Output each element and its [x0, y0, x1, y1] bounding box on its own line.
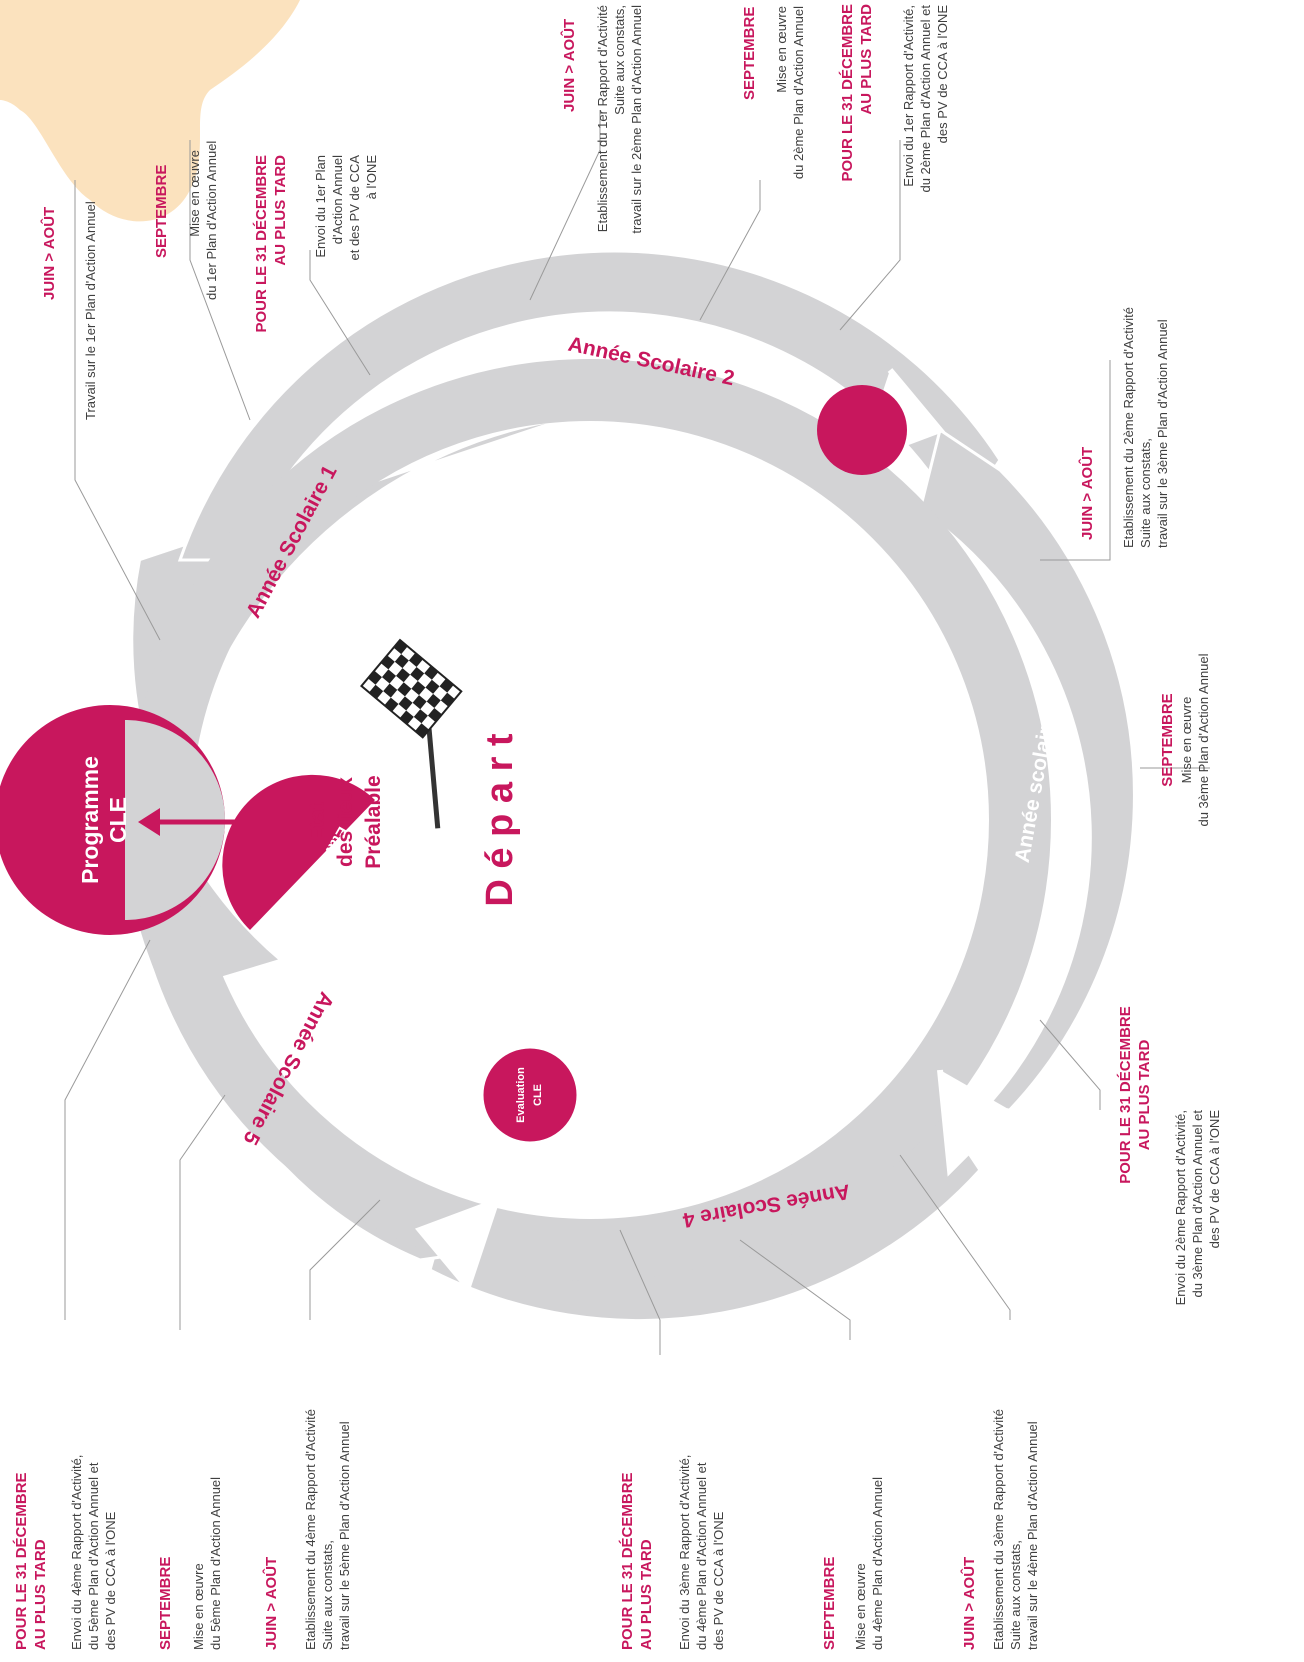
y5-juin-aout-text: Etablissement du 4ème Rapport d'Activité…	[303, 1409, 352, 1650]
y4-juin-aout-heading: JUIN > AOÛT	[961, 1556, 978, 1650]
y4-decembre-heading: POUR LE 31 DÉCEMBRE AU PLUS TARD	[619, 1472, 655, 1650]
evaluation-label-line1: Evaluation	[515, 1067, 527, 1123]
evaluation-label-line2: CLE	[532, 1084, 544, 1106]
y1-juin-aout-text: Travail sur le 1er Plan d'Action Annuel	[83, 201, 98, 420]
programme-label-line1: Programme	[77, 756, 103, 884]
etat-des-lieux-badge	[222, 774, 375, 930]
y3-decembre-heading: POUR LE 31 DÉCEMBRE AU PLUS TARD	[1117, 1006, 1153, 1184]
y4-juin-aout-text: Etablissement du 3ème Rapport d'Activité…	[991, 1409, 1040, 1650]
y1-septembre-heading: SEPTEMBRE	[153, 164, 170, 258]
y2-juin-aout-heading: JUIN > AOÛT	[561, 18, 578, 112]
y4-septembre-heading: SEPTEMBRE	[821, 1556, 838, 1650]
y4-septembre-text: Mise en œuvre du 4ème Plan d'Action Annu…	[853, 1476, 885, 1650]
y3-juin-aout-text: Etablissement du 2ème Rapport d'Activité…	[1121, 307, 1170, 548]
etat-prealable-line2: des lieux	[334, 777, 357, 867]
year2-marker-dot	[817, 385, 907, 475]
y2-juin-aout-text: Etablissement du 1er Rapport d'Activité …	[595, 5, 644, 234]
y2-septembre-heading: SEPTEMBRE	[741, 6, 758, 100]
y1-decembre-text: Envoi du 1er Plan d'Action Annuel et des…	[313, 155, 379, 261]
y5-juin-aout-heading: JUIN > AOÛT	[263, 1556, 280, 1650]
y5-septembre-text: Mise en œuvre du 5ème Plan d'Action Annu…	[191, 1476, 223, 1650]
y1-juin-aout-heading: JUIN > AOÛT	[41, 206, 58, 300]
ring-segment-year2	[177, 249, 1002, 562]
chevron-separator	[414, 1197, 502, 1292]
y3-septembre-heading: SEPTEMBRE	[1159, 693, 1176, 787]
y5-decembre-text: Envoi du 4ème Rapport d'Activité, du 5èm…	[69, 1454, 118, 1650]
etat-prealable-line1: Etat	[306, 802, 329, 842]
y5-decembre-heading: POUR LE 31 DÉCEMBRE AU PLUS TARD	[13, 1472, 49, 1650]
y2-septembre-text: Mise en œuvre du 2ème Plan d'Action Annu…	[774, 6, 806, 180]
etat-prealable-line3: Préalable	[362, 775, 385, 868]
y5-septembre-heading: SEPTEMBRE	[157, 1556, 174, 1650]
y3-decembre-text: Envoi du 2ème Rapport d'Activité, du 3èm…	[1173, 1110, 1222, 1306]
y2-decembre-text: Envoi du 1er Rapport d'Activité, du 2ème…	[901, 5, 950, 193]
y3-septembre-text: Mise en œuvre du 3ème Plan d'Action Annu…	[1179, 653, 1211, 827]
y3-juin-aout-heading: JUIN > AOÛT	[1079, 446, 1096, 540]
y1-decembre-heading: POUR LE 31 DÉCEMBRE AU PLUS TARD	[253, 155, 289, 333]
etat-arrow-head	[138, 808, 160, 836]
programme-label-line2: CLE	[105, 797, 131, 843]
leader-lines	[64, 110, 1210, 1355]
chevron-separator	[937, 1069, 1013, 1177]
background-blob	[0, 0, 300, 222]
y4-decembre-text: Envoi du 3ème Rapport d'Activité, du 4èm…	[677, 1454, 726, 1650]
y2-decembre-heading: POUR LE 31 DÉCEMBRE AU PLUS TARD	[839, 4, 875, 182]
depart-label: D é p a r t	[479, 733, 521, 906]
y1-septembre-text: Mise en œuvre du 1er Plan d'Action Annue…	[187, 140, 219, 300]
checkered-flag-icon	[360, 638, 463, 829]
evaluation-badge	[480, 1045, 580, 1145]
